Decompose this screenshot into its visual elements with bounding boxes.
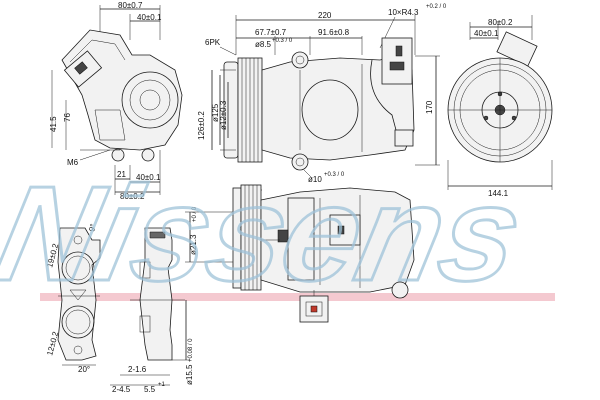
dim-15-5-tol: +0.08 / 0 [188, 338, 194, 362]
pink-stripe [40, 293, 555, 301]
dim-12: ø12±0.3 [219, 100, 228, 130]
dim-8-5: ø8.5 [255, 40, 272, 49]
top-left-view: 80±0.7 40±0.1 41.5 76 M6 21 40±0.1 80±0.… [49, 1, 183, 201]
nissens-watermark: Nissens [0, 157, 534, 308]
dim-80-bottom: 80±0.2 [120, 192, 145, 201]
dim-91-6: 91.6±0.8 [318, 28, 350, 37]
dim-170: 170 [425, 100, 434, 114]
dim-21-3-tol: +0 / 0 [192, 206, 198, 222]
dim-21: 21 [117, 170, 126, 179]
dim-2-16: 2-1.6 [128, 365, 147, 374]
dim-40-bottom: 40±0.1 [136, 173, 161, 182]
dim-21-3: ø21.3 [189, 234, 198, 255]
dim-10xr: 10×R4.3 [388, 8, 419, 17]
dim-6pk: 6PK [205, 38, 221, 47]
top-middle-view: 220 10×R4.3 +0.2 / 0 6PK 67.7±0.7 91.6±0… [197, 4, 447, 184]
top-right-view: 80±0.2 40±0.1 144.1 [447, 15, 553, 198]
dim-15-5: ø15.5 [185, 364, 194, 385]
dim-80-top: 80±0.7 [118, 1, 143, 10]
dim-144: 144.1 [488, 189, 509, 198]
dim-20: 20° [78, 365, 90, 374]
dim-40-right: 40±0.1 [474, 29, 499, 38]
dim-220: 220 [318, 11, 332, 20]
dim-12-b: 12±0.2 [45, 330, 60, 356]
bottom-middle-view: ø21.3 +0 / 0 [185, 184, 415, 323]
dim-41-5: 41.5 [49, 116, 58, 132]
dim-80-right: 80±0.2 [488, 18, 513, 27]
bottom-left-views: 19±0.2 9° 12±0.2 20° ø15.5 +0.08 / 0 2-1… [45, 223, 194, 394]
dim-10: ø10 [308, 175, 322, 184]
dim-10xr-tol: +0.2 / 0 [426, 4, 447, 10]
dim-126: 126±0.2 [197, 111, 206, 140]
dim-5-5: 5.5 [144, 385, 156, 394]
dim-8-5-tol: +0.3 / 0 [272, 38, 293, 44]
dim-2-45: 2-4.5 [112, 385, 131, 394]
dim-40-top: 40±0.1 [137, 13, 162, 22]
dim-125: ø125 [211, 103, 220, 122]
dim-67-7: 67.7±0.7 [255, 28, 287, 37]
dim-m6: M6 [67, 158, 79, 167]
dim-10-tol: +0.3 / 0 [324, 172, 345, 178]
dim-9: 9° [87, 223, 98, 233]
dim-76: 76 [63, 113, 72, 122]
